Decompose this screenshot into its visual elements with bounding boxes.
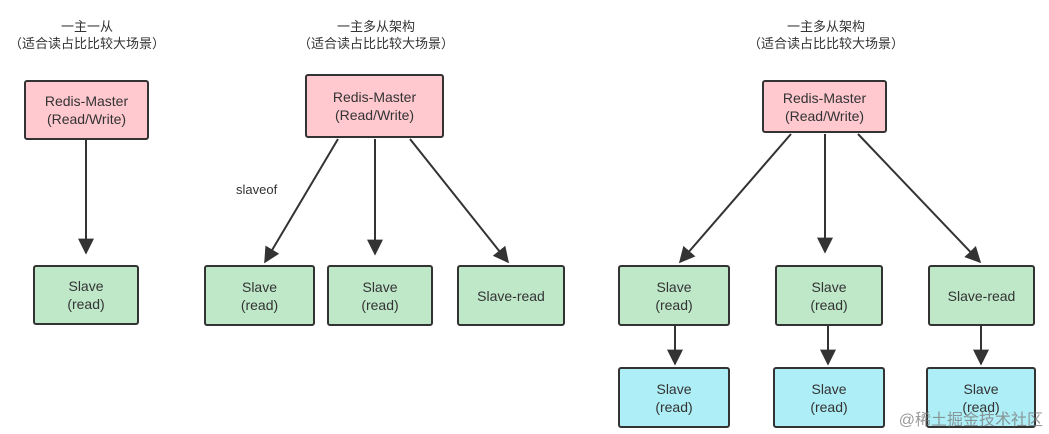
group1-slave1-line2: (read) [67, 296, 105, 312]
group2-caption: 一主多从架构 （适合读占比比较大场景） [292, 18, 460, 52]
group1-master-line1: Redis-Master [44, 93, 129, 109]
group2-slave2-line2: (read) [361, 296, 399, 313]
group2-slave1-line1: Slave [241, 278, 278, 295]
group3-slave2-line2: (read) [810, 296, 848, 313]
edge-g3-master-slave3 [857, 133, 982, 264]
slaveof-edge-label: slaveof [236, 182, 278, 197]
group1-title: 一主一从 [60, 19, 113, 34]
group3-sub1-line2: (read) [655, 398, 693, 415]
group1-caption: 一主一从 （适合读占比比较大场景） [6, 18, 168, 52]
group3-sub-slave-node-1: Slave (read) [618, 367, 730, 428]
group3-slave2-line1: Slave [811, 278, 847, 295]
group2-title: 一主多从架构 [336, 19, 415, 34]
group2-master-node: Redis-Master (Read/Write) [305, 74, 444, 138]
group2-slave1-line2: (read) [240, 296, 279, 313]
group3-slave-node-1: Slave (read) [618, 265, 730, 326]
group3-slave-node-2: Slave (read) [775, 265, 883, 326]
group1-subtitle: （适合读占比比较大场景） [8, 36, 165, 51]
group1-master-line2: (Read/Write) [46, 111, 127, 127]
group1-master-node: Redis-Master (Read/Write) [24, 80, 149, 140]
group2-slave-node-1: Slave (read) [204, 265, 315, 326]
group3-sub2-line2: (read) [810, 398, 848, 415]
group2-master-line1: Redis-Master [332, 89, 417, 105]
group1-slave1-line1: Slave [68, 278, 104, 294]
edge-g2-master-slave3 [409, 138, 509, 264]
group3-sub3-line2: (read) [962, 398, 1000, 415]
group2-slave-node-2: Slave (read) [327, 265, 433, 326]
watermark: @稀土掘金技术社区 [898, 412, 1043, 429]
group3-slave-node-3: Slave-read [928, 265, 1035, 326]
group2-slave-node-3: Slave-read [457, 265, 565, 326]
group3-master-node: Redis-Master (Read/Write) [762, 80, 887, 133]
group2-master-line2: (Read/Write) [334, 107, 415, 123]
group3-master-line1: Redis-Master [782, 89, 867, 106]
group3-sub1-line1: Slave [656, 380, 692, 397]
group2-slave3-line1: Slave-read [477, 287, 545, 304]
group3-slave1-line2: (read) [655, 296, 693, 313]
group3-master-line2: (Read/Write) [784, 107, 865, 124]
group1-slave-node-1: Slave (read) [33, 265, 139, 325]
group3-sub2-line1: Slave [811, 380, 847, 397]
group3-sub3-line1: Slave [963, 380, 999, 397]
group3-slave1-line1: Slave [656, 278, 692, 295]
group2-subtitle: （适合读占比比较大场景） [297, 36, 454, 51]
group3-title: 一主多从架构 [786, 19, 865, 34]
group3-caption: 一主多从架构 （适合读占比比较大场景） [742, 18, 910, 52]
edge-g3-master-slave1 [678, 133, 792, 264]
group3-sub-slave-node-2: Slave (read) [773, 367, 885, 428]
group3-slave3-line1: Slave-read [947, 287, 1016, 304]
edge-g2-master-slave1 [264, 138, 339, 264]
group3-subtitle: （适合读占比比较大场景） [747, 36, 904, 51]
group2-slave2-line1: Slave [362, 278, 398, 295]
group3-sub-slave-node-3: Slave (read) [926, 367, 1036, 428]
